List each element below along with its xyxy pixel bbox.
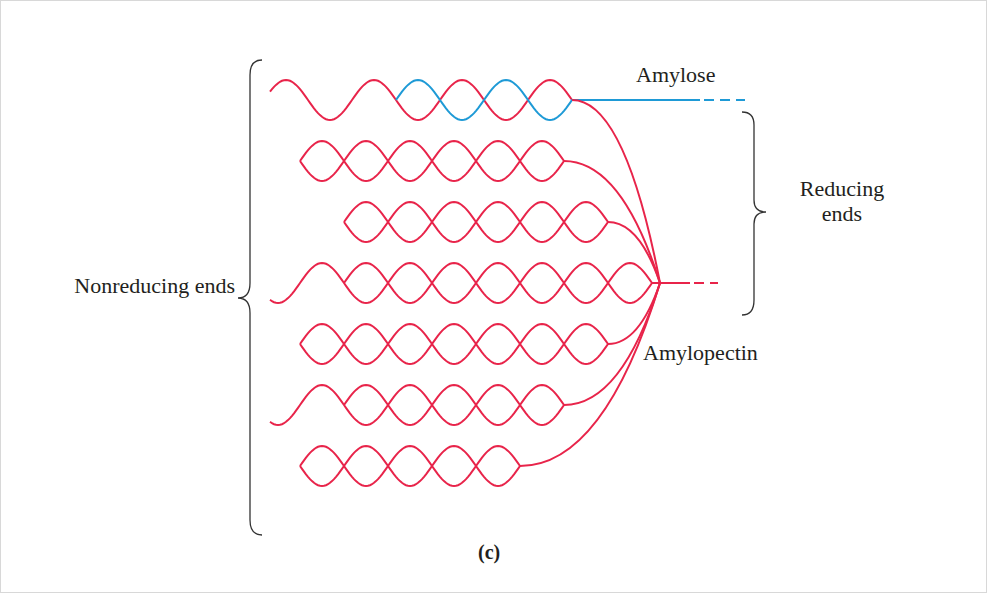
amylopectin-strand [300,446,520,486]
right-brace [742,112,766,315]
amylopectin-strand [300,324,608,364]
amylopectin-strand [270,385,564,425]
branch-link [608,283,660,344]
amylopectin-strand [300,141,564,181]
amylopectin-strand [344,202,608,242]
molecule-name: Amylopectin [643,340,793,365]
amylopectin-strand [344,202,608,242]
end-label: Reducing ends [782,176,902,226]
amylopectin-strand [344,263,652,303]
amylose-continuation [704,99,745,101]
amylopectin-strand [300,446,520,486]
amylopectin-strand [270,80,572,120]
left-brace [238,60,262,535]
amylopectin-strand [344,385,564,425]
amylopectin-strand [300,141,564,181]
amylopectin-strand [300,324,608,364]
amylopectin-strand [270,263,652,303]
molecule-name: Amylose [636,62,756,87]
amylopectin-tail [660,282,690,284]
amylopectin-continuation [694,282,718,284]
panel-letter: (c) [478,540,538,565]
branch-link [520,283,660,466]
end-label: Nonreducing ends [55,273,235,298]
